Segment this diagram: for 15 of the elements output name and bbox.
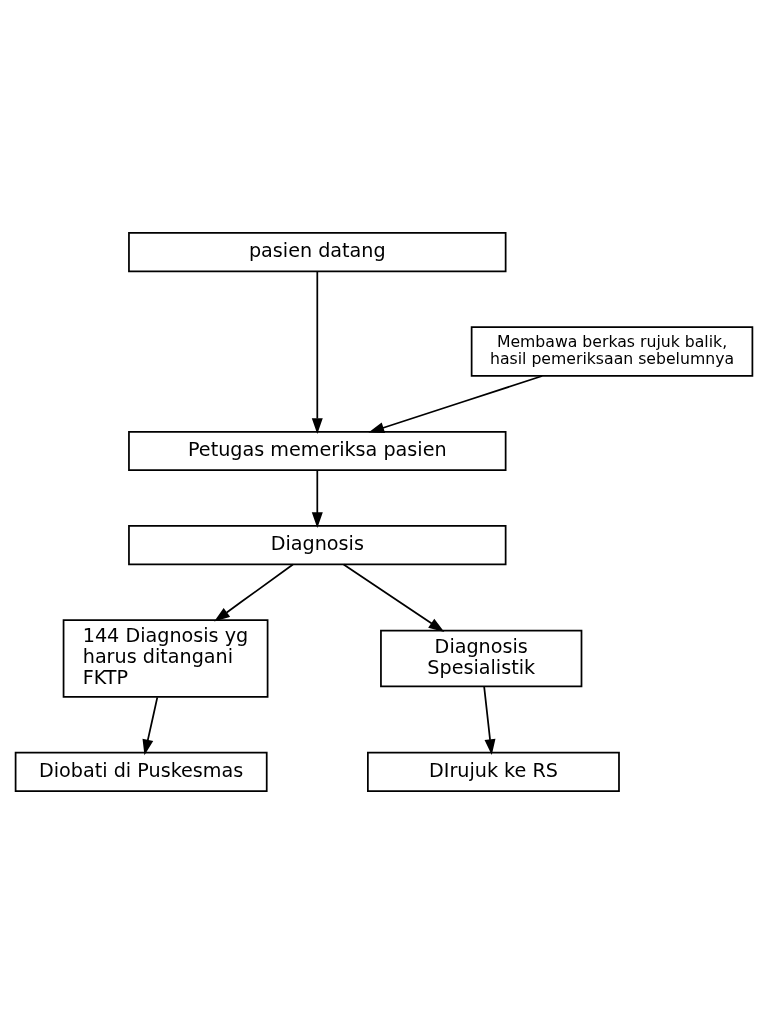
arrow <box>311 271 323 434</box>
arrow <box>142 696 159 756</box>
arrow <box>368 375 544 433</box>
node-box: Petugas memeriksa pasien <box>128 430 507 471</box>
node-box: pasien datang <box>128 232 507 273</box>
arrow <box>483 685 496 755</box>
node-box: 144 Diagnosis yg harus ditangani FKTP <box>62 619 269 698</box>
arrow <box>311 469 323 528</box>
node-box: Diagnosis Spesialistik <box>380 629 583 688</box>
arrow <box>214 563 294 622</box>
arrow <box>342 563 445 632</box>
node-box: DIrujuk ke RS <box>367 751 620 792</box>
node-box: Diagnosis <box>128 525 507 566</box>
node-box: Diobati di Puskesmas <box>14 751 268 792</box>
node-box: Membawa berkas rujuk balik, hasil pemeriksaan sebelumnya <box>470 326 754 377</box>
